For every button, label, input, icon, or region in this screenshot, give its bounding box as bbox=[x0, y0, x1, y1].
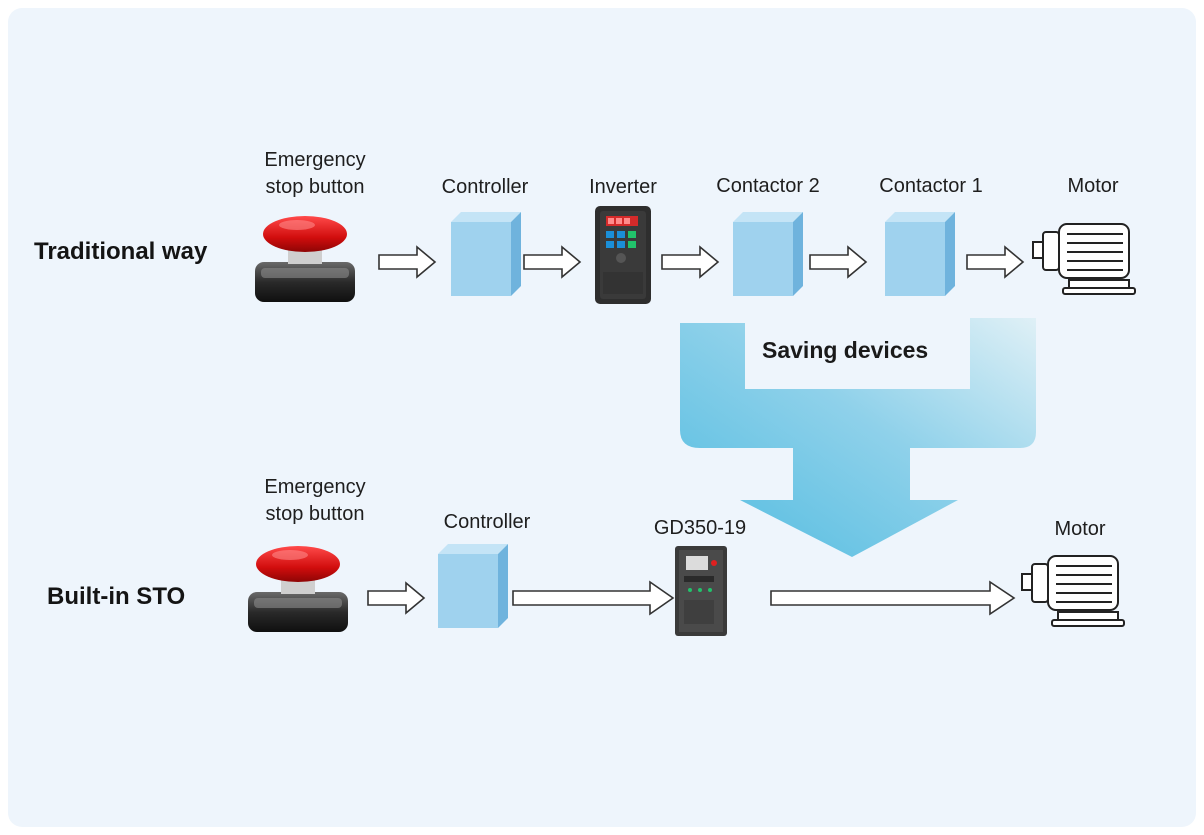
sto-row-title: Built-in STO bbox=[47, 583, 186, 610]
contactor-1-box bbox=[885, 212, 955, 296]
traditional-controller-box bbox=[451, 212, 521, 296]
arrow-icon bbox=[966, 246, 1024, 278]
sto-controller-box bbox=[438, 544, 508, 628]
contactor-2-label: Contactor 2 bbox=[716, 175, 820, 197]
sto-long-arrow-2 bbox=[770, 580, 1016, 616]
traditional-emergency-stop-icon bbox=[255, 216, 355, 302]
saving-funnel bbox=[680, 318, 1036, 557]
sto-emergency-stop-icon bbox=[248, 546, 348, 632]
traditional-motor-label: Motor bbox=[1067, 175, 1119, 197]
sto-motor-icon bbox=[1021, 555, 1125, 627]
sto-long-arrow-1 bbox=[512, 580, 675, 616]
traditional-motor-icon bbox=[1032, 223, 1136, 295]
drive-icon bbox=[675, 546, 727, 636]
traditional-controller-label: Controller bbox=[441, 176, 529, 198]
sto-estop-label: Emergency stop button bbox=[264, 476, 366, 525]
inverter-icon bbox=[595, 206, 651, 304]
inverter-label: Inverter bbox=[589, 176, 657, 198]
sto-controller-label: Controller bbox=[443, 511, 531, 533]
arrow-icon bbox=[661, 246, 719, 278]
sto-motor-label: Motor bbox=[1054, 518, 1106, 540]
arrow-icon bbox=[809, 246, 867, 278]
contactor-1-label: Contactor 1 bbox=[879, 175, 983, 197]
traditional-estop-label: Emergency stop button bbox=[264, 149, 366, 198]
drive-label: GD350-19 bbox=[653, 517, 747, 539]
saving-devices-label: Saving devices bbox=[762, 337, 929, 363]
arrow-icon bbox=[523, 246, 581, 278]
arrow-icon bbox=[367, 582, 425, 614]
traditional-row-title: Traditional way bbox=[34, 238, 208, 265]
arrow-icon bbox=[378, 246, 436, 278]
contactor-2-box bbox=[733, 212, 803, 296]
